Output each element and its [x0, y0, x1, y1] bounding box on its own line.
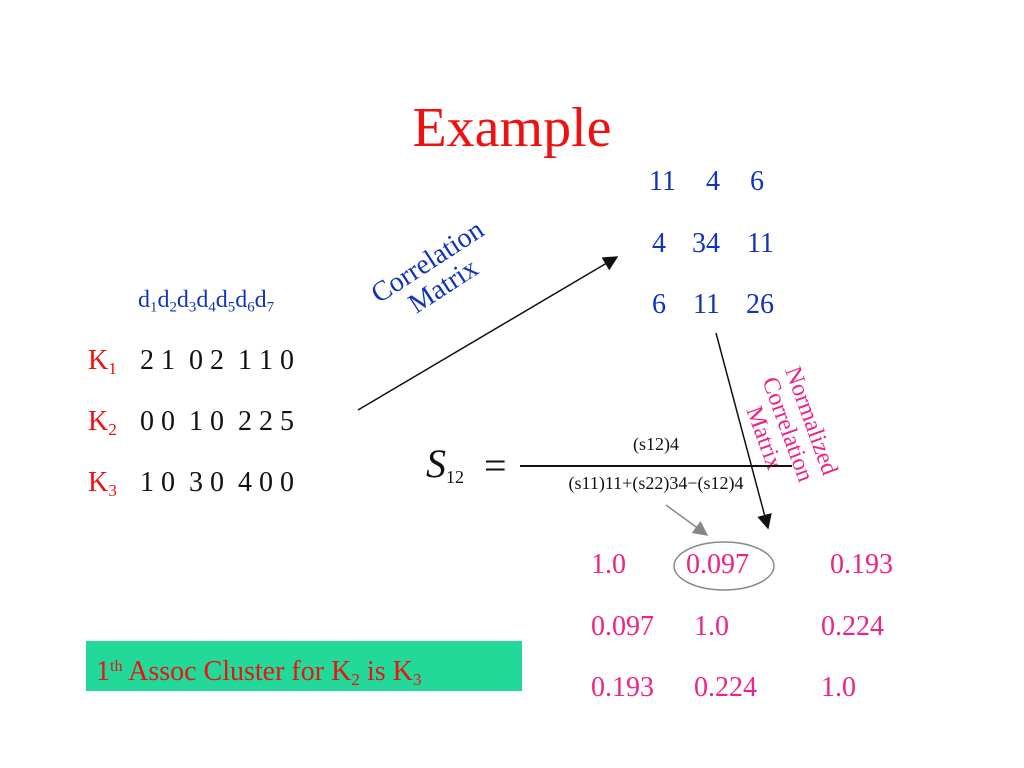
- normalized-matrix-row-1: 1.0: [591, 549, 626, 581]
- formula-numerator: (s12)4: [633, 434, 679, 454]
- matrix-cell: 1.0: [591, 549, 626, 580]
- matrix-cell: 0.224: [821, 611, 884, 642]
- document-header: d1d2d3d4d5d6d7: [138, 287, 275, 316]
- keyword-label: K3: [88, 467, 117, 501]
- matrix-cell: 1.0: [694, 611, 729, 642]
- keyword-label: K1: [88, 345, 117, 379]
- fraction-line: [520, 465, 792, 467]
- arrow-to-normalized: [715, 332, 772, 530]
- page-title: Example: [412, 97, 612, 159]
- matrix-cell: 0.097: [591, 611, 654, 642]
- keyword-values: 0 0 1 0 2 2 5: [140, 406, 294, 437]
- matrix-cell: 0.193: [830, 549, 893, 580]
- keyword-values: 2 1 0 2 1 1 0: [140, 345, 294, 376]
- cluster-result-box: 1th Assoc Cluster for K2 is K3: [86, 641, 522, 691]
- formula-equals: =: [484, 443, 507, 488]
- keyword-values: 1 0 3 0 4 0 0: [140, 467, 294, 498]
- matrix-cell: 0.193: [591, 672, 654, 703]
- normalized-matrix-cell-highlighted: 0.097: [686, 549, 749, 580]
- formula-lhs: S12: [426, 441, 464, 487]
- matrix-cell: 1.0: [821, 672, 856, 703]
- keyword-label: K2: [88, 406, 117, 440]
- arrow-to-entry: [665, 504, 709, 536]
- keyword-row-k1: K1 2 1 0 2 1 1 0: [88, 345, 294, 379]
- arrow-to-correlation: [357, 256, 619, 411]
- keyword-row-k3: K3 1 0 3 0 4 0 0: [88, 467, 294, 501]
- highlight-ellipse: [673, 541, 775, 591]
- keyword-row-k2: K2 0 0 1 0 2 2 5: [88, 406, 294, 440]
- formula-denominator: (s11)11+(s22)34−(s12)4: [568, 473, 744, 493]
- matrix-cell: 0.224: [694, 672, 757, 703]
